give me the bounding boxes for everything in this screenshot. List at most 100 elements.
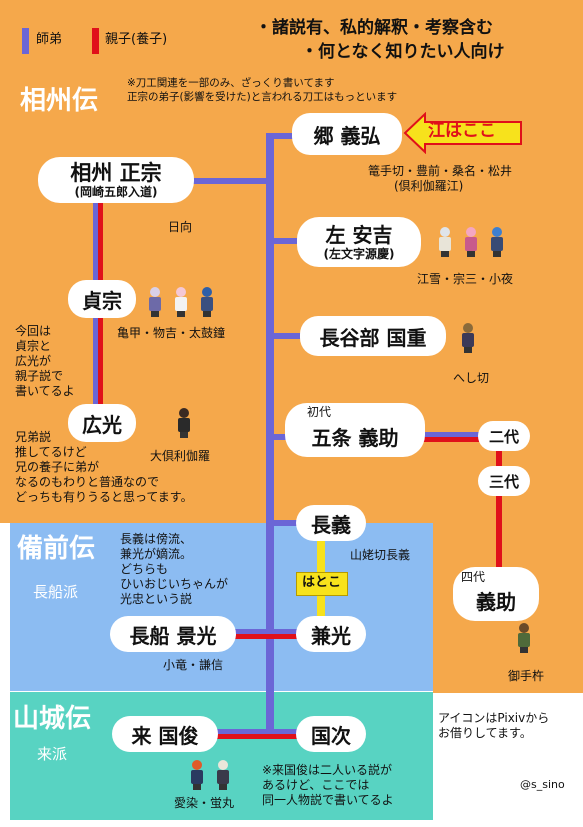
bottom-white-strip — [0, 820, 583, 827]
hatoko-label: はとこ — [302, 575, 342, 590]
otegine-character-icon — [517, 623, 531, 653]
left-white-strip — [0, 523, 10, 827]
kagemitsu-kanemitsu-line — [232, 629, 302, 634]
yoshisuke-gen3-label: 三代 — [488, 472, 519, 491]
kanemitsu-name: 兼光 — [311, 623, 351, 648]
kikkou-character-icon — [148, 287, 162, 317]
kanemitsu-node: 兼光 — [296, 616, 366, 652]
note-chogi: 長義は傍流、 兼光が嫡流。 どちらも ひいおじいちゃんが 光忠という説 — [120, 532, 228, 607]
yoshisuke-node: 五条 義助 — [285, 403, 425, 457]
kunitoshi-kunitsugu-line-red — [212, 734, 302, 739]
chogi-branch-line — [270, 520, 310, 526]
note-brother-line: 兄弟説 — [15, 430, 52, 444]
masamune-branch-line — [190, 178, 270, 184]
yoshisuke-gen4-node: 義助 — [453, 567, 539, 621]
soshu-note-2: 正宗の弟子(影響を受けた)と言われる刀工はもっといます — [127, 91, 398, 103]
sadamune-node: 貞宗 — [68, 280, 136, 318]
yasuyoshi-alias: (左文字源慶) — [323, 246, 395, 261]
note-brother-line: なるのもわりと普通なので — [15, 475, 160, 489]
masamune-alias: (岡崎五郎入道) — [74, 184, 158, 199]
legend-teacher-swatch — [22, 28, 29, 54]
taikogane-character-icon — [200, 287, 214, 317]
heshikiri-character-icon — [461, 323, 475, 353]
chogi-sword: 山姥切長義 — [350, 548, 411, 562]
bizen-school: 長船派 — [33, 583, 79, 601]
callout-label: 江はここ — [428, 121, 496, 141]
yoshisuke-gen2-label: 二代 — [488, 427, 519, 446]
hiromitsu-name: 広光 — [82, 412, 122, 437]
yamashiro-school: 来派 — [37, 745, 68, 763]
kunitoshi-kunitsugu-line — [212, 729, 302, 734]
kunitsugu-node: 国次 — [296, 716, 366, 752]
note-brother-line: 推してるけど — [15, 445, 87, 459]
kunitoshi-swords: 愛染・蛍丸 — [174, 796, 235, 810]
yasuyoshi-swords: 江雪・宗三・小夜 — [417, 272, 514, 286]
go-swords: 篭手切・豊前・桑名・松井 — [368, 164, 513, 178]
soshu-title: 相州伝 — [20, 86, 99, 116]
yoshisuke-name: 五条 義助 — [311, 425, 399, 450]
yoshisuke-gen2-line-red — [420, 437, 480, 442]
kunishige-sword: へし切 — [453, 371, 490, 385]
note-sada-hiro-line: 書いてるよ — [15, 384, 75, 398]
note-icons: アイコンはPixivから お借りしてます。 — [438, 711, 549, 741]
note-chogi-line: どちらも — [120, 562, 169, 576]
souza-character-icon — [464, 227, 478, 257]
callout-arrow — [403, 112, 522, 154]
aizen-character-icon — [190, 760, 204, 790]
go-yoshihiro-name: 郷 義弘 — [313, 123, 381, 148]
masamune-sword: 日向 — [168, 220, 193, 234]
sadamune-swords: 亀甲・物吉・太鼓鐘 — [117, 326, 226, 340]
note-icons-line: お借りしてます。 — [438, 726, 532, 740]
bottom-right-white — [433, 693, 583, 827]
soshu-note-1: ※刀工関連を一部のみ、ざっくり書いてます — [127, 77, 335, 89]
kunitsugu-name: 国次 — [311, 723, 351, 748]
hatoko-badge — [296, 572, 348, 596]
chogi-node: 長義 — [296, 505, 366, 541]
note-chogi-line: 光忠という説 — [120, 592, 193, 606]
kagemitsu-node: 長船 景光 — [110, 616, 236, 652]
yoshisuke-gen4-name: 義助 — [476, 589, 516, 614]
top-note-2: ・何となく知りたい人向け — [301, 42, 505, 62]
yoshisuke-gen3-node: 三代 — [478, 466, 530, 496]
yamashiro-title: 山城伝 — [13, 704, 92, 734]
go-swords-2: (倶利伽羅江) — [394, 179, 464, 193]
kousetsu-character-icon — [438, 227, 452, 257]
kagemitsu-name: 長船 景光 — [129, 623, 217, 648]
note-kunitoshi: ※来国俊は二人いる説が あるけど、ここでは 同一人物説で書いてるよ — [262, 763, 394, 808]
note-sada-hiro: 今回は 貞宗と 広光が 親子説で 書いてるよ — [15, 324, 75, 399]
kunishige-node: 長谷部 国重 — [300, 316, 446, 356]
masamune-node: 相州 正宗 (岡崎五郎入道) — [38, 157, 194, 203]
note-brother: 兄弟説 推してるけど 兄の養子に弟が なるのもわりと普通なので どっちも有りうる… — [15, 430, 193, 505]
kagemitsu-kanemitsu-line-red — [232, 634, 302, 639]
go-yoshihiro-node: 郷 義弘 — [292, 113, 402, 155]
ookurikara-character-icon — [177, 408, 191, 438]
note-kunitoshi-line: ※来国俊は二人いる説が — [262, 763, 393, 777]
yasuyoshi-branch-line — [270, 238, 310, 244]
yoshisuke-gen4-sword: 御手杵 — [508, 669, 545, 683]
hiromitsu-node: 広光 — [68, 404, 136, 442]
yoshisuke-gen4-label: 四代 — [461, 570, 486, 584]
yoshisuke-gen2-node: 二代 — [478, 421, 530, 451]
yasuyoshi-node: 左 安吉 (左文字源慶) — [297, 217, 421, 267]
monoyoshi-character-icon — [174, 287, 188, 317]
note-brother-line: どっちも有りうると思ってます。 — [15, 490, 193, 504]
kunishige-branch-line — [270, 333, 310, 339]
kunishige-name: 長谷部 国重 — [319, 325, 427, 350]
legend-parent-label: 親子(養子) — [105, 32, 168, 47]
note-sada-hiro-line: 貞宗と — [15, 339, 52, 353]
hiromitsu-sword: 大倶利伽羅 — [150, 449, 211, 463]
note-chogi-line: ひいおじいちゃんが — [120, 577, 229, 591]
yamashiro-region-bg — [10, 692, 433, 820]
note-brother-line: 兄の養子に弟が — [15, 460, 100, 474]
bizen-region-bg — [10, 523, 433, 691]
sayo-character-icon — [490, 227, 504, 257]
masamune-name: 相州 正宗 — [70, 160, 162, 185]
kagemitsu-swords: 小竜・謙信 — [163, 658, 224, 672]
credit-handle: @s_sino — [520, 778, 565, 791]
yasuyoshi-name: 左 安吉 — [325, 222, 393, 247]
kunitoshi-name: 来 国俊 — [131, 723, 199, 748]
note-sada-hiro-line: 広光が — [15, 354, 52, 368]
note-sada-hiro-line: 親子説で — [15, 369, 64, 383]
note-sada-hiro-line: 今回は — [15, 324, 52, 338]
